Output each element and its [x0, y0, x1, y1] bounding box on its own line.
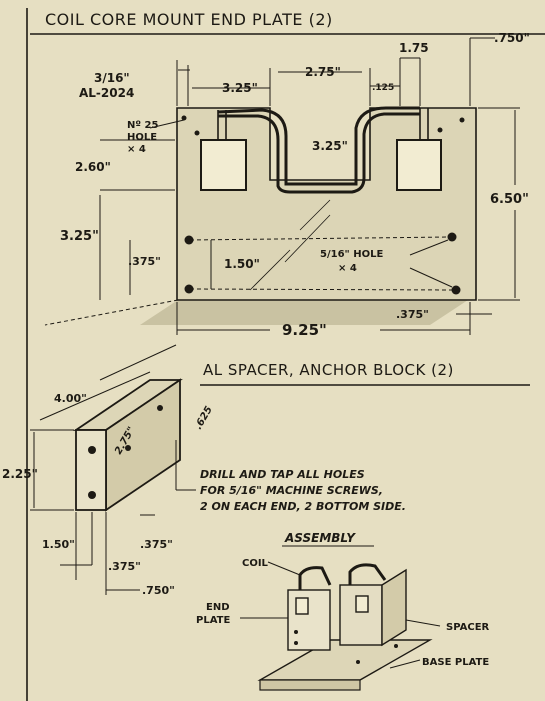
- dim-925: 9.25": [282, 321, 327, 339]
- assembly-core-2: [355, 595, 369, 613]
- spacer-dim-375-b: .375": [108, 560, 141, 573]
- leader-no25: [149, 119, 185, 129]
- assembly-hole-4: [394, 644, 398, 648]
- core-window-left: [200, 139, 247, 191]
- hatch-2: [284, 214, 331, 263]
- spacer-dim-225: 2.25": [2, 467, 38, 481]
- assembly-base-label: BASE PLATE: [422, 657, 489, 668]
- assembly-end-label-1: END: [206, 602, 230, 613]
- perspective-dash: [44, 299, 179, 326]
- dim-175: 1.75: [399, 41, 429, 55]
- spacer-hole-top: [88, 446, 96, 454]
- assembly-hole-3: [356, 660, 360, 664]
- dim-260: 2.60": [75, 160, 111, 174]
- core-window-right: [396, 139, 442, 191]
- hatch-1: [299, 199, 331, 231]
- hole-516-label-1: 5/16" HOLE: [320, 249, 383, 260]
- assembly-coil-label: COIL: [242, 558, 269, 569]
- 516-hole-2: [184, 284, 194, 294]
- dim-325-slot: 3.25": [312, 139, 348, 153]
- assembly-coil-1: [298, 566, 332, 590]
- dim-650: 6.50": [490, 192, 529, 207]
- no25-hole-label-2: HOLE: [127, 132, 157, 143]
- no25-hole-label-1: Nº 25: [127, 120, 158, 131]
- dim-line-400: [39, 371, 151, 421]
- slot-curve: [218, 112, 420, 194]
- dim-325-left: 3.25": [222, 81, 258, 95]
- projection-line: [99, 344, 177, 381]
- material-thickness: 3/16": [94, 71, 130, 85]
- material-alloy: AL-2024: [79, 86, 134, 100]
- leader-spacer: [405, 619, 441, 627]
- assembly-end-plate-front: [287, 589, 331, 651]
- hole-centerline-upper: [189, 236, 451, 241]
- spacer-dim-750: .750": [142, 584, 175, 597]
- no25-hole-2: [194, 130, 200, 136]
- dim-375-left: .375": [128, 255, 161, 268]
- no25-hole-label-3: × 4: [127, 144, 146, 155]
- assembly-hole-2: [294, 641, 298, 645]
- assembly-spacer-label: SPACER: [446, 622, 490, 633]
- assembly-title: ASSEMBLY: [284, 531, 356, 545]
- end-plate-title: COIL CORE MOUNT END PLATE (2): [45, 10, 333, 29]
- spacer-dim-400: 4.00": [54, 392, 87, 405]
- dim-275: 2.75": [305, 65, 341, 79]
- dim-750-top: .750": [494, 31, 530, 45]
- leader-516-upper: [409, 239, 449, 256]
- assembly-hole-1: [294, 630, 298, 634]
- assembly-coil-2: [348, 563, 387, 585]
- no25-hole-1: [181, 115, 187, 121]
- hole-516-label-2: × 4: [338, 263, 357, 274]
- no25-hole-3: [437, 127, 443, 133]
- no25-hole-4: [459, 117, 465, 123]
- spacer-side-hole-1: [125, 445, 131, 451]
- hatch-3: [249, 249, 291, 291]
- spacer-side-hole-2: [157, 405, 163, 411]
- 516-hole-3: [447, 232, 457, 242]
- dim-325-side: 3.25": [60, 229, 99, 244]
- plate-shadow: [140, 300, 468, 325]
- assembly-end-plate-mid: [339, 584, 383, 646]
- assembly-base-plate: [257, 639, 433, 681]
- 516-hole-1: [184, 235, 194, 245]
- dim-375-bottom: .375": [396, 308, 429, 321]
- note-line-3: 2 ON EACH END, 2 BOTTOM SIDE.: [200, 500, 406, 513]
- leader-base-plate: [389, 659, 421, 669]
- spacer-dim-150: 1.50": [42, 538, 75, 551]
- 516-hole-4: [451, 285, 461, 295]
- note-line-1: DRILL AND TAP ALL HOLES: [200, 468, 365, 481]
- leader-coil: [267, 561, 301, 576]
- dim-125: .125: [372, 83, 394, 93]
- dim-150-plate: 1.50": [224, 257, 260, 271]
- assembly-spacer: [381, 568, 407, 647]
- base-plate-edge: [259, 679, 361, 691]
- leader-516-lower: [409, 267, 453, 288]
- hole-centerline-lower: [189, 288, 456, 291]
- slot-curve-outer: [217, 106, 420, 186]
- note-line-2: FOR 5/16" MACHINE SCREWS,: [200, 484, 383, 497]
- spacer-hole-bottom: [88, 491, 96, 499]
- spacer-title: AL SPACER, ANCHOR BLOCK (2): [203, 361, 454, 379]
- spacer-dim-375-a: .375": [140, 538, 173, 551]
- spacer-dim-625: .625: [193, 405, 215, 432]
- assembly-end-label-2: PLATE: [196, 615, 230, 626]
- assembly-core-1: [295, 597, 309, 615]
